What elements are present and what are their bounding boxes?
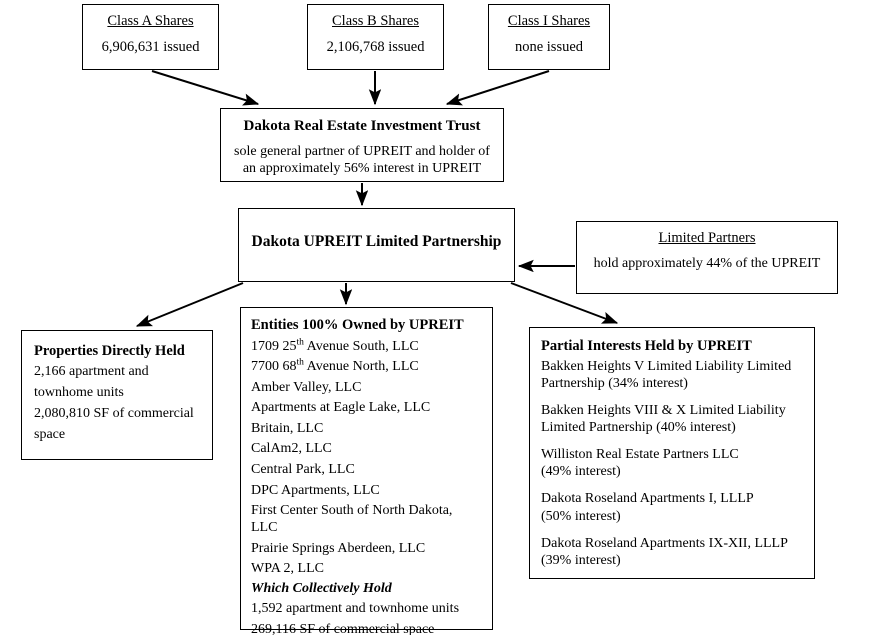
box-class-a-shares: Class A Shares 6,906,631 issued — [82, 4, 219, 70]
entity-name-tail: Avenue North, LLC — [303, 359, 419, 375]
partial-interest-entity-name: Dakota Roseland Apartments IX-XII, LLLP — [541, 535, 788, 551]
entities-holding-line: 269,116 SF of commercial space — [251, 622, 435, 635]
entity-list-item: Apartments at Eagle Lake, LLC — [251, 399, 482, 416]
properties-heading: Properties Directly Held — [34, 343, 185, 359]
entity-list-item: Britain, LLC — [251, 420, 482, 437]
entity-name: 7700 68 — [251, 359, 297, 375]
entity-name: First Center South of North Dakota, LLC — [251, 503, 453, 536]
entities-holdings-list: 1,592 apartment and townhome units 269,11… — [251, 600, 482, 635]
properties-line-2: townhome units — [34, 385, 124, 401]
properties-line-3: 2,080,810 SF of commercial — [34, 406, 194, 422]
class-i-shares-title: Class I Shares — [507, 13, 591, 29]
entities-collectively-hold-label: Which Collectively Hold — [251, 580, 392, 596]
partial-interests-list: Bakken Heights V Limited Liability Limit… — [541, 358, 803, 569]
entity-ordinal-suffix: th — [296, 336, 304, 347]
partial-interest-percentage: (50% interest) — [541, 508, 621, 524]
partial-interest-entry: Dakota Roseland Apartments IX-XII, LLLP(… — [541, 535, 803, 569]
partial-interest-entry: Bakken Heights V Limited Liability Limit… — [541, 358, 803, 392]
box-partial-interests-held-by-upreit: Partial Interests Held by UPREIT Bakken … — [529, 327, 815, 579]
entity-name: 1709 25 — [251, 338, 297, 354]
box-class-b-shares: Class B Shares 2,106,768 issued — [307, 4, 444, 70]
entity-name-tail: Avenue South, LLC — [303, 338, 419, 354]
class-b-shares-value: 2,106,768 issued — [326, 39, 425, 55]
entity-list-item: 1709 25th Avenue South, LLC — [251, 336, 482, 355]
entity-list-item: Central Park, LLC — [251, 461, 482, 478]
properties-line-1: 2,166 apartment and — [34, 364, 149, 379]
properties-line-4: space — [34, 427, 66, 443]
entity-name: Central Park, LLC — [251, 461, 355, 477]
class-a-shares-title: Class A Shares — [107, 13, 194, 29]
class-b-shares-title: Class B Shares — [332, 13, 419, 29]
arrow-upreit-to-properties — [135, 282, 244, 327]
upreit-title: Dakota UPREIT Limited Partnership — [251, 233, 502, 250]
partial-interest-percentage: (39% interest) — [541, 552, 621, 568]
entity-name: Amber Valley, LLC — [251, 379, 362, 395]
entity-list-item: DPC Apartments, LLC — [251, 482, 482, 499]
entities-heading: Entities 100% Owned by UPREIT — [251, 317, 464, 333]
box-class-i-shares: Class I Shares none issued — [488, 4, 610, 70]
entity-list-item: CalAm2, LLC — [251, 440, 482, 457]
entity-name: Britain, LLC — [251, 420, 324, 436]
box-dakota-real-estate-investment-trust: Dakota Real Estate Investment Trust sole… — [220, 108, 504, 182]
partial-interest-percentage: (49% interest) — [541, 464, 621, 480]
entity-list-item: Prairie Springs Aberdeen, LLC — [251, 540, 482, 557]
partial-interest-entry: Williston Real Estate Partners LLC(49% i… — [541, 446, 803, 480]
partial-interest-entry: Bakken Heights VIII & X Limited Liabilit… — [541, 402, 803, 436]
entity-ordinal-suffix: th — [296, 357, 304, 368]
partial-interest-entity-name: Bakken Heights VIII & X Limited Liabilit… — [541, 403, 786, 419]
box-properties-directly-held: Properties Directly Held 2,166 apartment… — [21, 330, 213, 460]
box-entities-owned-by-upreit: Entities 100% Owned by UPREIT 1709 25th … — [240, 307, 493, 635]
trust-title: Dakota Real Estate Investment Trust — [243, 118, 481, 134]
entity-list-item: WPA 2, LLC — [251, 560, 482, 577]
partial-interest-entity-name: Dakota Roseland Apartments I, LLLP — [541, 491, 754, 507]
box-limited-partners: Limited Partners hold approximately 44% … — [576, 221, 838, 294]
entity-name: WPA 2, LLC — [251, 561, 324, 577]
partial-interest-percentage: Limited Partnership (40% interest) — [541, 420, 736, 436]
class-a-shares-value: 6,906,631 issued — [101, 39, 200, 55]
limited-partners-title: Limited Partners — [658, 230, 756, 246]
limited-partners-detail: hold approximately 44% of the UPREIT — [593, 256, 821, 271]
partial-interest-entry: Dakota Roseland Apartments I, LLLP(50% i… — [541, 490, 803, 524]
entity-name: Apartments at Eagle Lake, LLC — [251, 400, 431, 416]
partial-interest-percentage: Partnership (34% interest) — [541, 376, 688, 392]
entity-list-item: Amber Valley, LLC — [251, 379, 482, 396]
entities-holding-line: 1,592 apartment and townhome units — [251, 601, 460, 617]
entity-name: DPC Apartments, LLC — [251, 482, 380, 498]
class-i-shares-value: none issued — [514, 39, 584, 55]
entity-list-item: First Center South of North Dakota, LLC — [251, 502, 482, 536]
entity-name: Prairie Springs Aberdeen, LLC — [251, 540, 426, 556]
arrow-class-a-to-trust — [151, 70, 260, 106]
entity-list-item: 7700 68th Avenue North, LLC — [251, 358, 482, 375]
entity-name: CalAm2, LLC — [251, 441, 332, 457]
partial-interest-entity-name: Bakken Heights V Limited Liability Limit… — [541, 359, 792, 374]
box-dakota-upreit-limited-partnership: Dakota UPREIT Limited Partnership — [238, 208, 515, 282]
arrow-class-i-to-trust — [445, 70, 550, 106]
partial-interests-heading: Partial Interests Held by UPREIT — [541, 338, 752, 354]
partial-interest-entity-name: Williston Real Estate Partners LLC — [541, 447, 739, 463]
trust-detail-line-1: sole general partner of UPREIT and holde… — [234, 144, 490, 159]
trust-detail-line-2: an approximately 56% interest in UPREIT — [242, 161, 482, 177]
